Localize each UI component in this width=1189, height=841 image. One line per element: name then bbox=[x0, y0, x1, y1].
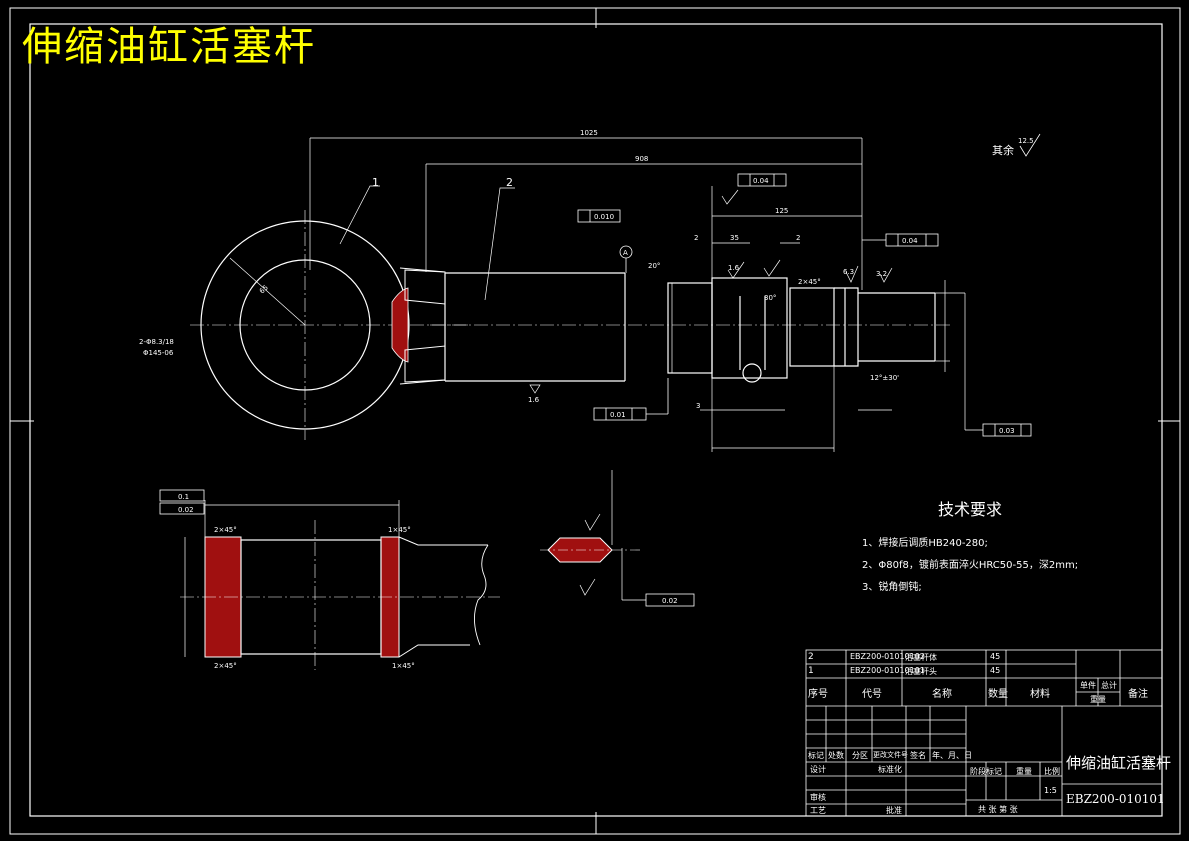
dim-d1: 125 bbox=[775, 207, 788, 215]
rod-eye bbox=[190, 210, 470, 440]
tech-req-item: 3、锐角倒钝; bbox=[862, 582, 922, 593]
tech-req-heading: 技术要求 bbox=[938, 500, 1003, 519]
leader-label-1: 1 bbox=[372, 176, 379, 189]
tol-3: 0.010 bbox=[594, 213, 614, 221]
leader-label-2: 2 bbox=[506, 176, 513, 189]
dim-bore: 2-Φ8.3/18 bbox=[139, 338, 174, 346]
detail-view bbox=[159, 489, 500, 670]
rev-label: 分区 bbox=[852, 751, 868, 760]
datum-a: A bbox=[623, 249, 628, 257]
rev-label: 更改文件号 bbox=[873, 751, 908, 759]
dim-gap-b: 2 bbox=[796, 234, 800, 242]
part-material: 45 bbox=[990, 666, 1001, 675]
role-review: 审核 bbox=[810, 793, 826, 802]
tolerance-texts: 0.04 0.04 0.010 0.01 0.03 A bbox=[594, 177, 1015, 435]
dimension-lines bbox=[309, 137, 966, 452]
drawing-number: EBZ200-010101 bbox=[1066, 792, 1165, 806]
tol-6: 0.1 bbox=[178, 493, 189, 501]
detail-chamfer-3: 2×45° bbox=[214, 662, 237, 670]
part-name: 活塞杆体 bbox=[905, 653, 937, 662]
hdr-total: 总计 bbox=[1101, 681, 1117, 690]
roughness-symbol-icon bbox=[1019, 133, 1041, 157]
role-design: 设计 bbox=[810, 765, 826, 774]
ra-1: 1.6 bbox=[528, 396, 540, 404]
ra-3: 6.3 bbox=[843, 268, 854, 276]
part-material: 45 bbox=[990, 652, 1001, 661]
detail-chamfer-2: 1×45° bbox=[388, 526, 411, 534]
roughness-note-value: 12.5 bbox=[1018, 137, 1034, 145]
hdr-remark: 备注 bbox=[1128, 689, 1148, 700]
dim-eye: 65 bbox=[258, 284, 270, 296]
rev-label: 标记 bbox=[808, 751, 824, 760]
dim-gap2: 3 bbox=[696, 402, 700, 410]
part-code: EBZ200-01010101 bbox=[850, 666, 925, 675]
leaders bbox=[339, 185, 515, 301]
tech-req-item: 2、Φ80f8，镀前表面淬火HRC50-55，深2mm; bbox=[862, 560, 1079, 571]
detail-texts: 0.1 0.02 2×45° 1×45° 2×45° 1×45° bbox=[178, 493, 415, 670]
part-no: 1 bbox=[808, 666, 814, 676]
dim-overall: 1025 bbox=[580, 129, 598, 137]
roughness-values: 1.6 1.6 6.3 3.2 bbox=[528, 264, 887, 404]
hdr-no: 序号 bbox=[808, 689, 828, 700]
part-no: 2 bbox=[808, 652, 814, 662]
title-block-grid bbox=[805, 649, 1163, 817]
tolerance-frames bbox=[577, 173, 1032, 437]
role-process: 工艺 bbox=[810, 806, 826, 815]
part-code: EBZ200-01010102 bbox=[850, 652, 925, 661]
tol-5: 0.03 bbox=[999, 427, 1015, 435]
drawing-heading: 伸缩油缸活塞杆 bbox=[22, 24, 316, 70]
hdr-qty: 数量 bbox=[988, 689, 1008, 700]
role-approve: 批准 bbox=[886, 806, 902, 815]
tol-1: 0.04 bbox=[753, 177, 769, 185]
hdr-weight: 重量 bbox=[1090, 695, 1106, 704]
dim-bore2: Φ145-06 bbox=[143, 349, 174, 357]
scale: 1:5 bbox=[1044, 786, 1057, 795]
tol-4: 0.01 bbox=[610, 411, 626, 419]
roughness-note-label: 其余 bbox=[992, 143, 1014, 157]
rod-body bbox=[444, 272, 936, 383]
dim-angle1: 12°±30' bbox=[870, 374, 899, 382]
tol-2: 0.04 bbox=[902, 237, 918, 245]
hdr-name: 名称 bbox=[932, 689, 952, 700]
ra-2: 1.6 bbox=[728, 264, 740, 272]
technical-requirements: 技术要求 1、焊接后调质HB240-280; 2、Φ80f8，镀前表面淬火HRC… bbox=[862, 496, 1078, 600]
ra-4: 3.2 bbox=[876, 270, 887, 278]
dim-chamfer: 2×45° bbox=[798, 278, 821, 286]
tol-8: 0.02 bbox=[662, 597, 678, 605]
dim-angle3: 20° bbox=[648, 262, 660, 270]
detail-chamfer-4: 1×45° bbox=[392, 662, 415, 670]
hdr-code: 代号 bbox=[862, 689, 882, 700]
dim-d2: 35 bbox=[730, 234, 739, 242]
dim-gap: 2 bbox=[694, 234, 698, 242]
tech-req-item: 1、焊接后调质HB240-280; bbox=[862, 538, 988, 549]
sheet-info: 共 张 第 张 bbox=[978, 805, 1018, 814]
roughness-marks bbox=[529, 189, 893, 394]
rev-label: 签名 bbox=[910, 751, 926, 760]
dim-rod-len: 908 bbox=[635, 155, 648, 163]
rev-label: 年、月、日 bbox=[932, 751, 972, 760]
dimension-texts: 1025 908 125 35 2 2 3 2×45° 12°±30' 30° … bbox=[139, 129, 899, 410]
dim-angle2: 30° bbox=[764, 294, 776, 302]
drawing-title: 伸缩油缸活塞杆 bbox=[1066, 754, 1172, 772]
tol-7: 0.02 bbox=[178, 506, 194, 514]
hdr-single: 单件 bbox=[1080, 681, 1096, 690]
part-name: 活塞杆头 bbox=[905, 667, 937, 676]
centering-marks bbox=[10, 8, 1180, 834]
stage-label: 比例 bbox=[1044, 767, 1060, 776]
detail-chamfer-1: 2×45° bbox=[214, 526, 237, 534]
hdr-material: 材料 bbox=[1030, 689, 1050, 700]
neck-weld bbox=[391, 267, 446, 385]
stage-label: 重量 bbox=[1016, 767, 1032, 776]
groove-detail bbox=[540, 470, 695, 607]
role-std: 标准化 bbox=[878, 765, 902, 774]
rev-label: 处数 bbox=[828, 751, 844, 760]
stage-label: 阶段标记 bbox=[970, 767, 1002, 776]
